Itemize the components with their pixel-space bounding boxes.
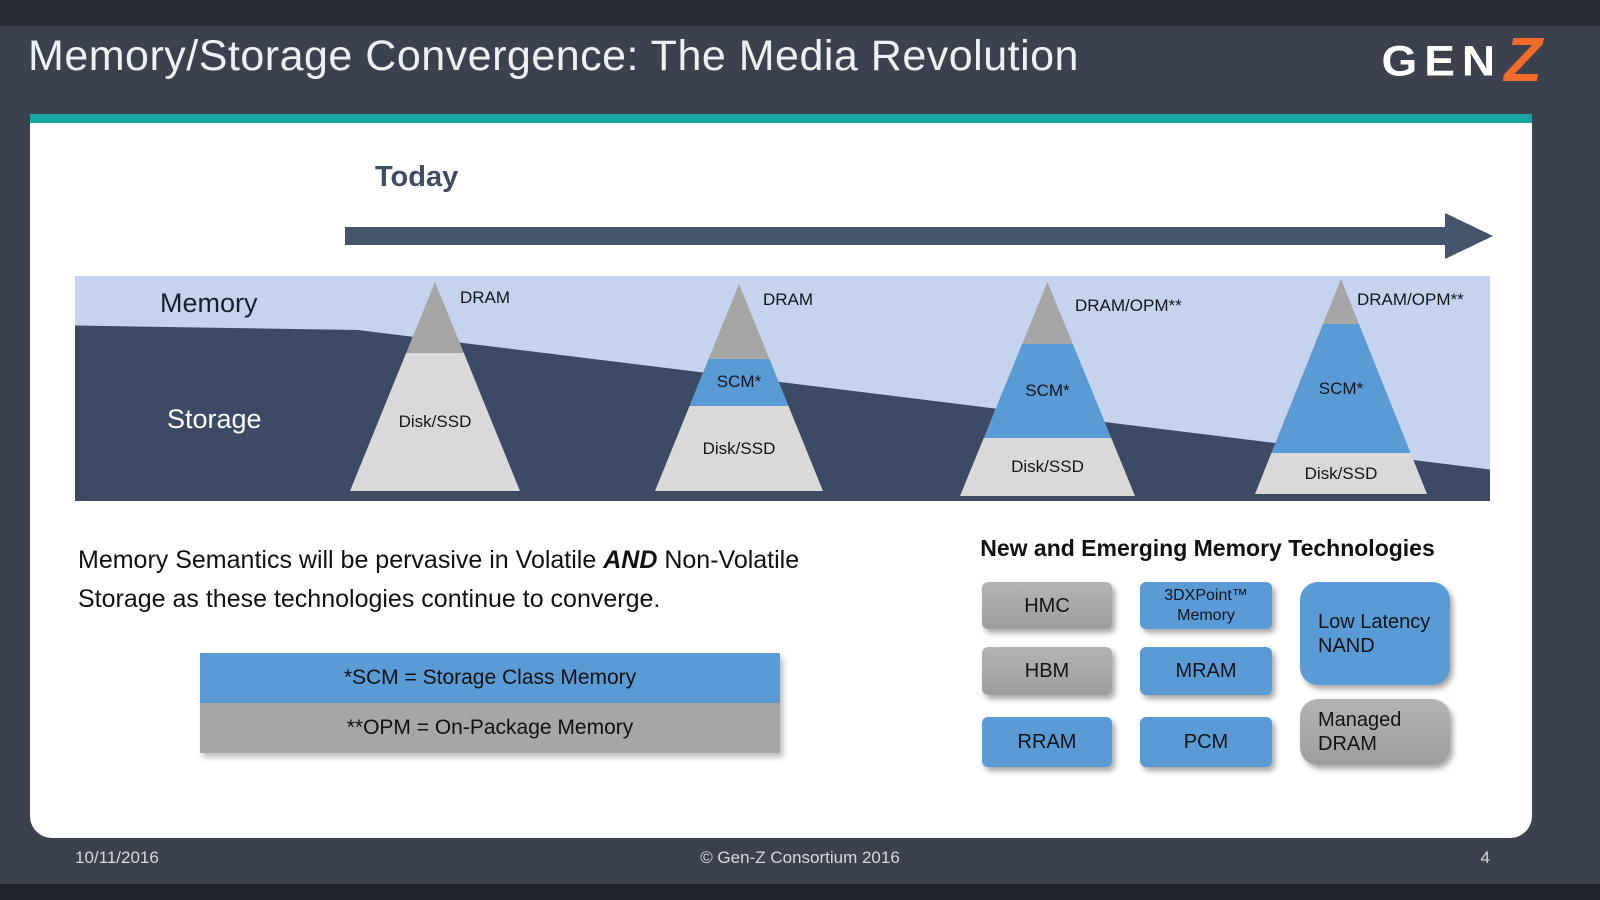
today-label: Today — [375, 161, 459, 193]
statement-part1: Memory Semantics will be pervasive in Vo… — [78, 546, 604, 574]
badge-rram: RRAM — [982, 717, 1112, 767]
pyramid-3-scm-label: SCM* — [1025, 381, 1070, 401]
badge-managed-dram: Managed DRAM — [1300, 699, 1450, 765]
memory-band-label: Memory — [160, 288, 258, 318]
pyramid-2-disk-label: Disk/SSD — [702, 438, 776, 458]
abbreviation-legend: *SCM = Storage Class Memory **OPM = On-P… — [200, 653, 780, 753]
genz-logo-z-text: Z — [1504, 26, 1542, 95]
pyramid-3-apex-label: DRAM/OPM** — [1075, 296, 1182, 315]
legend-scm-row: *SCM = Storage Class Memory — [200, 653, 780, 703]
timeline-arrow-shaft — [345, 227, 1445, 245]
footer-copyright: © Gen-Z Consortium 2016 — [700, 848, 900, 867]
storage-band-label: Storage — [167, 404, 262, 434]
pyramid-1-apex-label: DRAM — [460, 288, 511, 307]
footer-page-number: 4 — [1480, 848, 1490, 867]
pyramid-3-disk-layer: Disk/SSD — [960, 438, 1135, 496]
slide-title: Memory/Storage Convergence: The Media Re… — [28, 32, 1079, 80]
badge-low-latency-nand: Low Latency NAND — [1300, 582, 1450, 685]
pyramid-2-scm-label: SCM* — [716, 372, 762, 392]
pyramid-2-apex-label: DRAM — [763, 290, 814, 309]
footer-date: 10/11/2016 — [75, 848, 159, 867]
badge-3dxpoint-memory: 3DXPoint™ Memory — [1140, 582, 1272, 629]
teal-divider-rule — [30, 114, 1532, 123]
top-edge-strip — [0, 0, 1600, 26]
memory-semantics-statement: Memory Semantics will be pervasive in Vo… — [78, 541, 858, 619]
badge-hbm: HBM — [982, 647, 1112, 695]
pyramid-4-apex-label: DRAM/OPM** — [1357, 290, 1464, 309]
pyramid-3-disk-label: Disk/SSD — [1011, 457, 1084, 477]
emerging-tech-heading: New and Emerging Memory Technologies — [980, 535, 1435, 561]
memory-storage-band: Memory Storage Disk/SSD DRAM SCM* Disk/S… — [75, 276, 1490, 501]
timeline-arrow-head — [1445, 213, 1493, 259]
pyramid-1-disk-label: Disk/SSD — [398, 412, 472, 432]
pyramid-4-disk-layer: Disk/SSD — [1255, 453, 1427, 494]
badge-pcm: PCM — [1140, 717, 1272, 767]
pyramid-4: SCM* Disk/SSD — [1255, 279, 1427, 494]
pyramid-4-scm-layer: SCM* — [1255, 324, 1427, 454]
bottom-edge-strip — [0, 884, 1600, 900]
pyramid-4-disk-label: Disk/SSD — [1304, 463, 1378, 483]
genz-logo: GEN Z — [1381, 30, 1542, 92]
statement-emphasis: AND — [603, 546, 658, 574]
legend-opm-row: **OPM = On-Package Memory — [200, 703, 780, 753]
pyramid-4-scm-label: SCM* — [1318, 378, 1364, 398]
badge-hmc: HMC — [982, 582, 1112, 629]
slide-content-card: Today Memory Storage Disk/SSD DRAM SCM* … — [30, 123, 1532, 838]
genz-logo-gen-text: GEN — [1381, 37, 1503, 85]
statement-part2: Non-Volatile Storage as these technologi… — [78, 546, 800, 613]
badge-mram: MRAM — [1140, 647, 1272, 695]
